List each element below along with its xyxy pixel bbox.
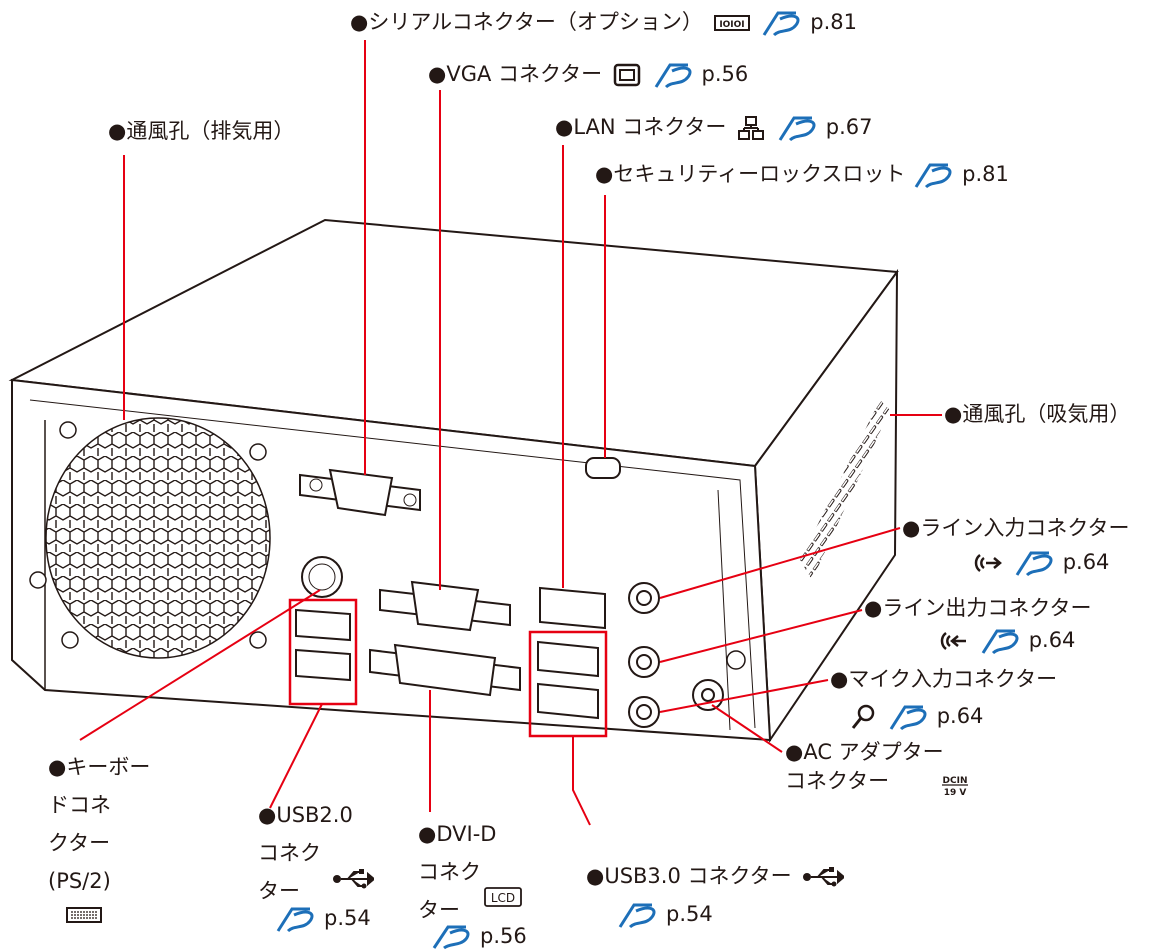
label-line-out-ref: p.64 xyxy=(934,626,1075,655)
vga-monitor-icon xyxy=(613,63,641,87)
label-usb3: ●USB3.0 コネクター xyxy=(586,862,848,891)
label-usb3-ref: p.54 xyxy=(616,900,713,929)
vga-port-shape xyxy=(379,580,511,632)
usb-icon xyxy=(803,867,845,887)
microphone-icon xyxy=(851,704,875,729)
label-vent-exhaust: ●通風孔（排気用） xyxy=(108,119,295,143)
svg-text:IOIOI: IOIOI xyxy=(719,20,744,30)
label-ac-adapter: ●AC アダプター コネクター xyxy=(785,740,944,793)
label-security-slot: ●セキュリティーロックスロット p.81 xyxy=(595,160,1009,189)
serial-port-icon: IOIOI xyxy=(713,15,750,31)
label-lan: ●LAN コネクター p.67 xyxy=(555,113,873,142)
page-reference-icon xyxy=(654,63,692,89)
line-out-icon xyxy=(940,632,966,650)
label-mic: ●マイク入力コネクター xyxy=(830,667,1058,691)
label-mic-ref: p.64 xyxy=(846,702,983,731)
side-vent-grille xyxy=(800,400,890,580)
dcin-icon: DCIN 19 V xyxy=(942,776,968,797)
page-reference-icon xyxy=(1015,551,1053,577)
label-vent-intake: ●通風孔（吸気用） xyxy=(944,402,1131,426)
label-line-out: ●ライン出力コネクター xyxy=(864,596,1092,620)
page-reference-icon xyxy=(762,11,800,37)
svg-text:19 V: 19 V xyxy=(944,788,967,797)
page-reference-icon xyxy=(981,629,1019,655)
label-dvi-ref: p.56 xyxy=(430,922,527,951)
network-icon xyxy=(738,116,765,140)
serial-port-shape xyxy=(299,468,421,517)
page-reference-icon xyxy=(276,907,314,933)
page-reference-icon xyxy=(914,163,952,189)
line-in-icon xyxy=(974,554,1002,572)
label-keyboard: ●キーボー ドコネ クター (PS/2) xyxy=(48,755,151,893)
dvi-port-shape xyxy=(369,643,521,697)
label-vga: ●VGA コネクター p.56 xyxy=(428,60,748,89)
label-serial: ●シリアルコネクター（オプション） IOIOI p.81 xyxy=(350,8,857,37)
leader-lines xyxy=(79,40,942,826)
page-reference-icon xyxy=(889,705,927,731)
page-reference-icon xyxy=(618,903,656,929)
svg-text:LCD: LCD xyxy=(491,891,515,905)
label-dvi: ●DVI-D コネク ター xyxy=(418,822,497,922)
keyboard-icon xyxy=(66,907,102,923)
label-line-in-ref: p.64 xyxy=(968,548,1109,577)
exhaust-fan-grille xyxy=(45,417,271,659)
usb-icon xyxy=(333,869,374,889)
svg-text:DCIN: DCIN xyxy=(943,776,968,786)
label-usb2-ref: p.54 xyxy=(274,904,371,933)
page-reference-icon xyxy=(432,925,470,950)
label-usb2: ●USB2.0 コネク ター xyxy=(258,803,353,903)
page-reference-icon xyxy=(778,116,816,142)
lcd-icon: LCD xyxy=(484,887,522,907)
label-line-in: ●ライン入力コネクター xyxy=(902,516,1130,540)
